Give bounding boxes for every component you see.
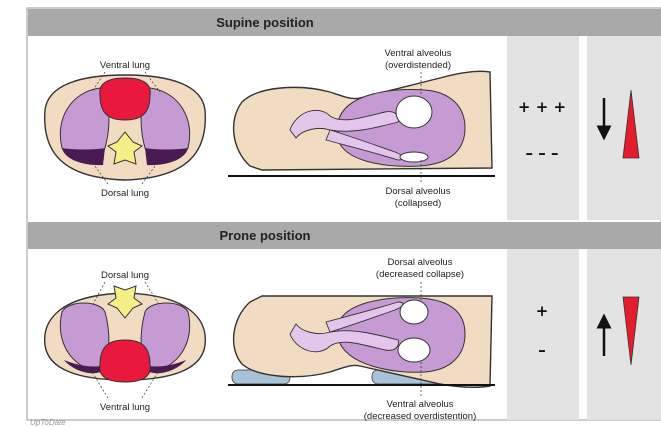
corner-watermark: UpToDate [30,418,66,427]
prone-arrow-panel [587,249,661,420]
supine-bottom-label: Dorsal lung [101,188,149,199]
supine-symbols-bottom: – – – [526,144,559,162]
supine-symbol-panel [507,36,579,220]
supine-header: Supine position [216,15,314,30]
prone-alveolus-bottom-label-1: Ventral alveolus [386,399,453,410]
supine-alveolus-bottom-label-2: (collapsed) [395,198,441,209]
supine-symbols-top: + + + [518,98,566,116]
supine-alveolus-top-label-1: Ventral alveolus [384,48,451,59]
prone-symbols-bottom: – [538,341,546,359]
prone-alveolus-top-label-2: (decreased collapse) [376,269,464,280]
supine-alveolus-bottom-label-1: Dorsal alveolus [386,186,451,197]
prone-alveolus-bottom-label-2: (decreased overdistention) [364,411,476,422]
prone-symbol-panel [507,249,579,420]
supine-alveolus-top-label-2: (overdistended) [385,60,451,71]
prone-bottom-label: Ventral lung [100,402,150,413]
prone-header: Prone position [220,228,311,243]
prone-symbols-top: + [536,302,549,320]
supine-chest-cross-section [45,72,206,184]
supine-top-label: Ventral lung [100,60,150,71]
supine-arrow-panel [587,36,661,220]
prone-top-label: Dorsal lung [101,270,149,281]
prone-alveolus-top-label-1: Dorsal alveolus [388,257,453,268]
